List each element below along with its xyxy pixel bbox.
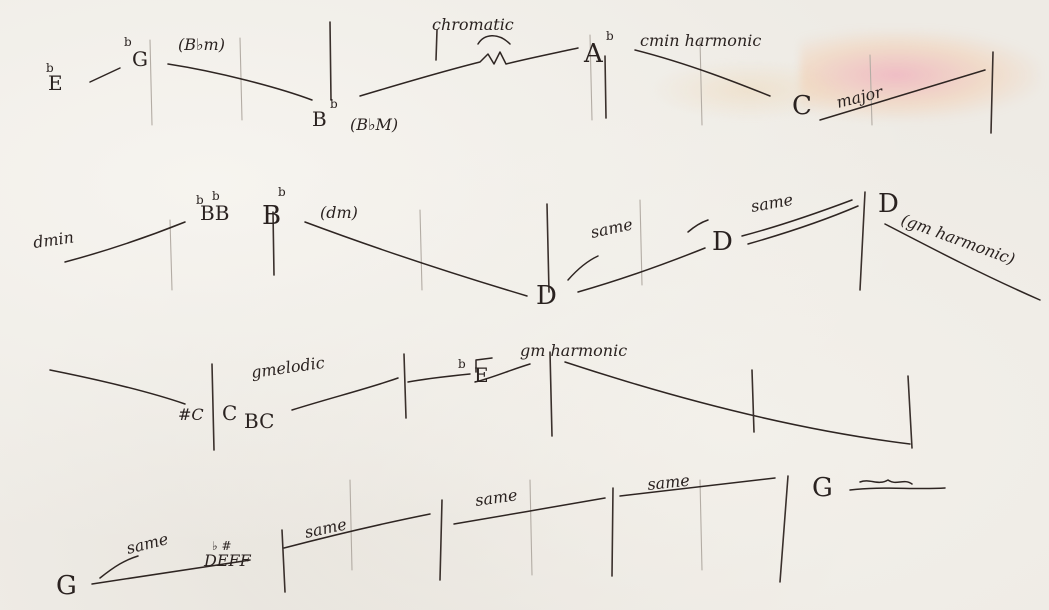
note-g-start: G [56, 571, 77, 601]
label-gm-harmonic-2: gm harmonic [520, 341, 627, 360]
label-same-a: same [124, 529, 170, 558]
note-d-mid: D [712, 227, 733, 257]
faint-bar-lines [149, 34, 873, 576]
label-same-d: same [646, 471, 690, 494]
note-g-end: G [812, 473, 833, 503]
label-same-2: same [749, 190, 794, 216]
flat-sign: b [212, 189, 220, 203]
flat-sign: b [46, 61, 54, 75]
label-dmin: dmin [32, 227, 75, 251]
flat-sign: b [458, 357, 466, 371]
notes-bb: BB [200, 201, 229, 225]
flat-sign: b [124, 35, 132, 49]
paper-stain [650, 60, 850, 120]
pink-stain [800, 30, 1040, 120]
note-b-flat-2: B [262, 201, 281, 231]
label-cmin-harmonic: cmin harmonic [640, 31, 761, 50]
note-b-flat: B [312, 107, 327, 131]
note-e-flat-2: E [474, 363, 489, 387]
chord-bbM: (B♭M) [350, 115, 398, 134]
flat-sign: b [606, 29, 614, 43]
row-2-lines [64, 191, 1041, 301]
accidentals: ♭ # [212, 539, 232, 553]
note-c: C [222, 401, 237, 425]
note-g-flat: G [132, 47, 148, 71]
label-gmelodic: gmelodic [250, 353, 326, 382]
row-3-lines [49, 351, 913, 451]
label-same-b: same [303, 515, 348, 542]
label-same-c: same [474, 485, 519, 510]
notes-bc: BC [244, 409, 274, 433]
chord-dm: (dm) [320, 203, 358, 222]
note-a-flat: A [583, 39, 604, 69]
chord-bbm: (B♭m) [178, 35, 225, 54]
row-4-lines [91, 475, 946, 593]
flat-sign: b [278, 185, 286, 199]
note-e-flat: E [48, 71, 63, 95]
flat-sign: b [196, 193, 204, 207]
label-same-1: same [589, 215, 634, 242]
note-c: C [792, 91, 812, 121]
notes-deff: DEFF [203, 551, 252, 570]
note-d-low: D [536, 281, 557, 311]
label-gm-harmonic: (gm harmonic) [899, 210, 1018, 269]
note-c-sharp: #C [178, 405, 204, 424]
label-chromatic: chromatic [432, 15, 514, 34]
row-1-lines [89, 21, 994, 134]
flat-sign: b [330, 97, 338, 111]
note-d-high: D [878, 189, 899, 219]
